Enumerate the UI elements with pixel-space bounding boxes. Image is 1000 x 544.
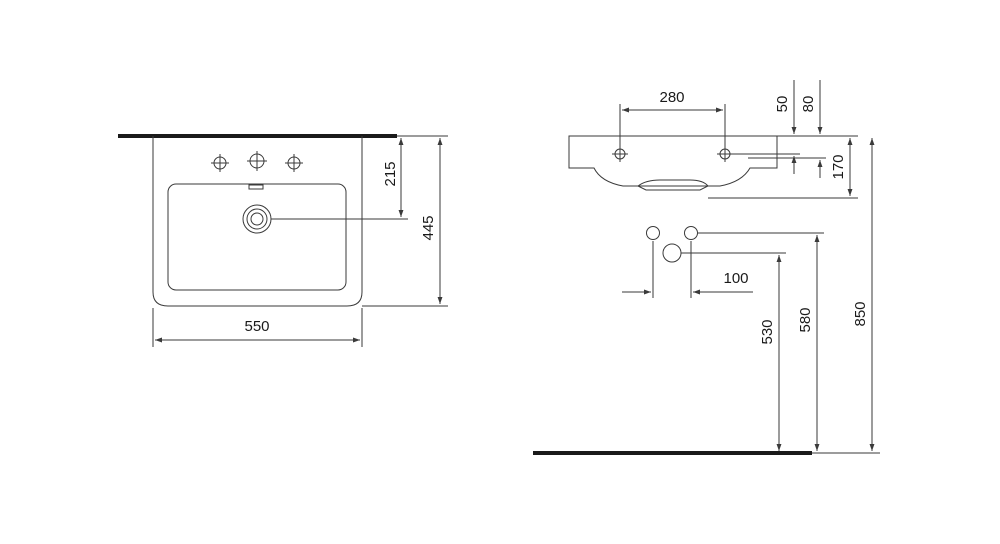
dim-label-100: 100 bbox=[723, 270, 748, 287]
bowl-outline-top bbox=[167, 183, 347, 291]
tap-hole-center bbox=[247, 151, 267, 171]
drain-icon bbox=[242, 204, 272, 234]
dim-label-530: 530 bbox=[759, 319, 776, 344]
overflow-slot bbox=[248, 184, 264, 190]
drain-profile-side bbox=[637, 179, 709, 191]
dim-label-80: 80 bbox=[800, 96, 817, 113]
dim-label-850: 850 bbox=[852, 301, 869, 326]
tap-hole-left bbox=[211, 154, 229, 172]
basin-outline-top bbox=[152, 136, 363, 307]
tap-hole-right bbox=[285, 154, 303, 172]
side-view: 280 50 80 170 100 530 bbox=[533, 80, 880, 455]
mounting-hole-left bbox=[612, 146, 628, 162]
supply-pipe-right-icon bbox=[684, 226, 698, 240]
dim-label-50: 50 bbox=[774, 96, 791, 113]
dim-label-580: 580 bbox=[797, 307, 814, 332]
drain-pipe-icon bbox=[662, 243, 682, 263]
dim-label-445: 445 bbox=[420, 215, 437, 240]
supply-pipe-left-icon bbox=[646, 226, 660, 240]
top-view: 550 445 215 bbox=[118, 134, 448, 347]
dim-label-215: 215 bbox=[382, 161, 399, 186]
basin-profile-side bbox=[568, 135, 778, 187]
dim-label-280: 280 bbox=[659, 89, 684, 106]
dim-label-170: 170 bbox=[830, 154, 847, 179]
dim-label-550: 550 bbox=[244, 318, 269, 335]
